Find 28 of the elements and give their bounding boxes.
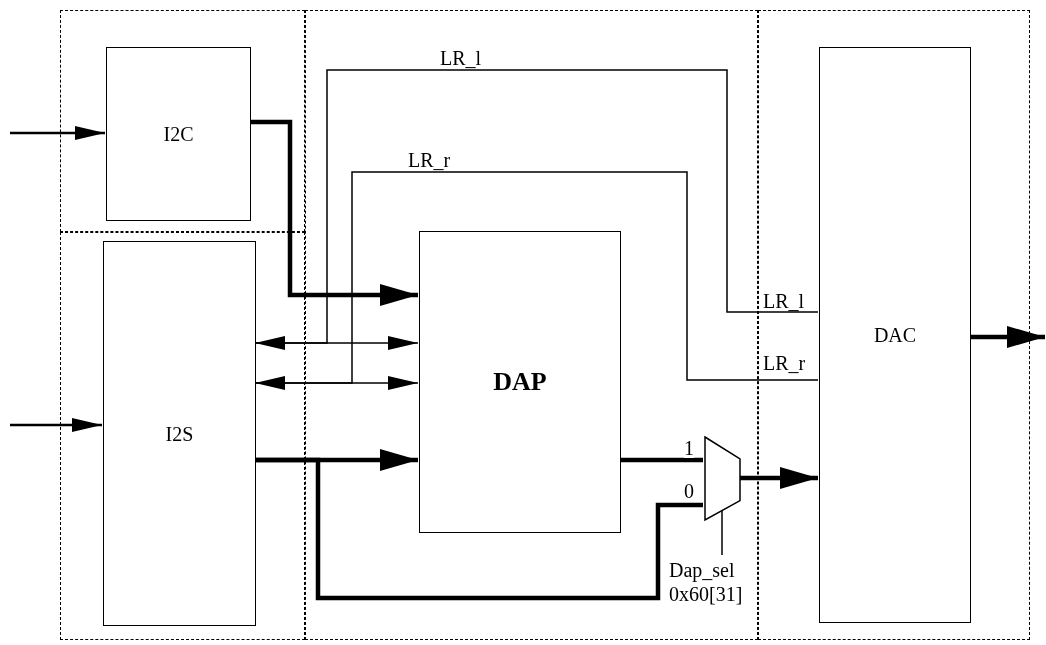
block-label: I2S [165, 422, 194, 445]
arrow [970, 326, 1045, 348]
dashed-region [758, 10, 1030, 640]
register-note: Dap_sel 0x60[31] [669, 558, 744, 606]
edge-label: LR_l [440, 48, 482, 68]
pin-label: LR_l [763, 291, 805, 311]
arrow [10, 126, 105, 140]
block-label: DAC [873, 323, 917, 347]
block-box [106, 47, 251, 221]
connector-line [254, 171, 819, 384]
connector-line [254, 69, 819, 344]
dashed-region [60, 10, 305, 232]
block-box [419, 231, 621, 533]
pin-label: LR_r [763, 353, 806, 373]
dashed-region [305, 10, 758, 640]
connector-line [620, 457, 703, 463]
block-box [819, 47, 971, 623]
block-label: I2C [163, 122, 194, 146]
edge-label: 1 [684, 438, 694, 458]
edge-label: 0 [684, 481, 694, 501]
arrow [10, 418, 102, 432]
arrow [250, 119, 418, 306]
dashed-region [60, 232, 305, 640]
block-box [103, 241, 256, 626]
connector-line [255, 457, 703, 601]
arrow [740, 467, 818, 489]
block-label: DAP [493, 367, 547, 397]
edge-label: LR_r [408, 150, 451, 170]
